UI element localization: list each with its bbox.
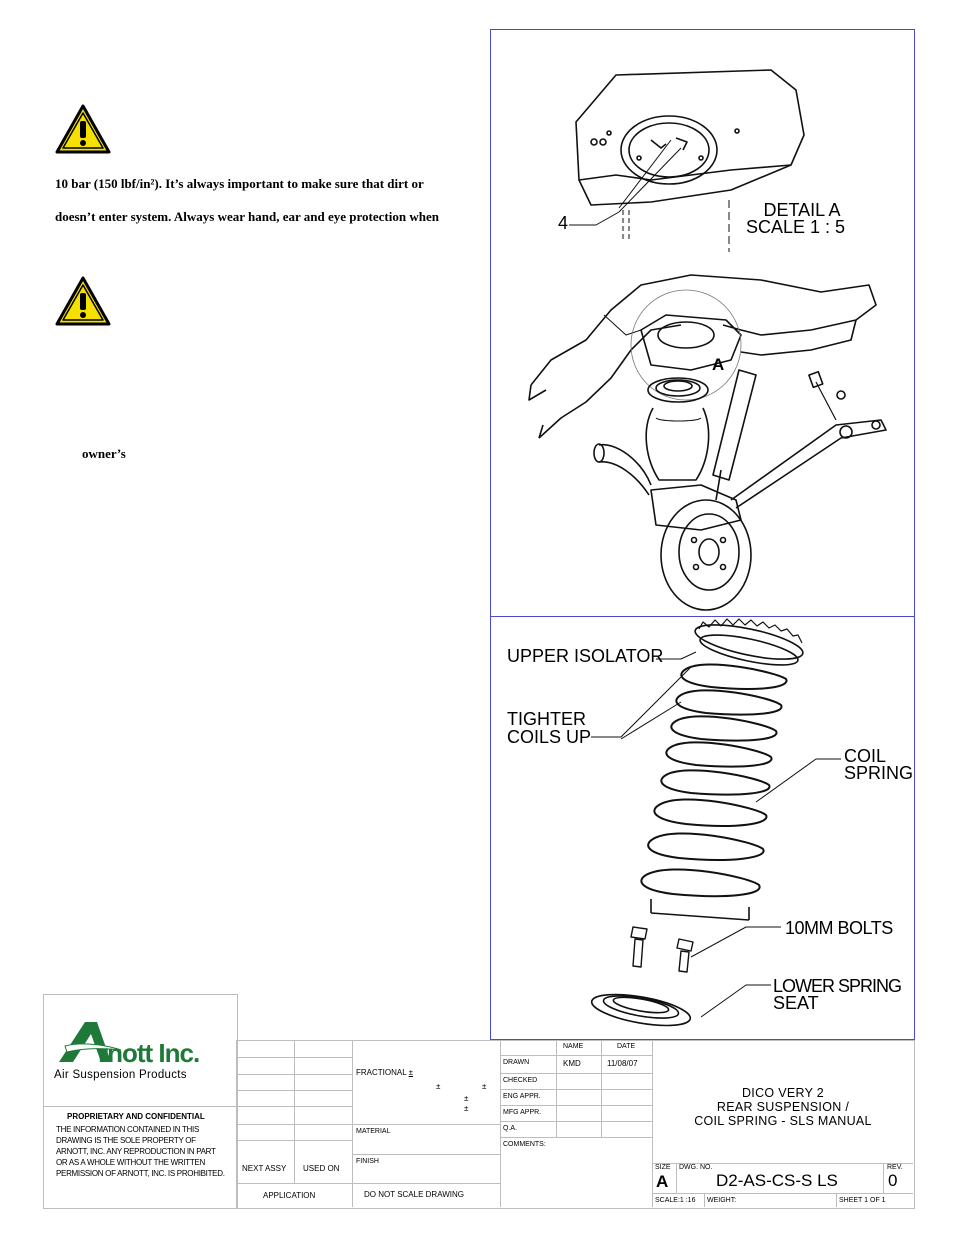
label-10mm-bolts: 10MM BOLTS <box>785 918 893 938</box>
qa-label: Q.A. <box>503 1125 518 1132</box>
size-label: SIZE <box>655 1164 671 1171</box>
label-tighter-coils-line-2: COILS UP <box>507 727 592 747</box>
warning-text-line-1: 10 bar (150 lbf/in²). It’s always import… <box>55 176 424 191</box>
logo-box <box>43 994 238 1209</box>
next-assy-label: NEXT ASSY <box>242 1164 287 1173</box>
application-label: APPLICATION <box>263 1191 316 1200</box>
comments-label: COMMENTS: <box>503 1141 546 1148</box>
logo-company-name: Arnott Inc. <box>98 1038 200 1069</box>
tolerance-pm-3: ± <box>464 1094 469 1103</box>
drawing-title-line-2: REAR SUSPENSION / <box>716 1100 850 1114</box>
confidential-heading: PROPRIETARY AND CONFIDENTIAL <box>67 1112 205 1121</box>
warning-icon <box>55 276 111 326</box>
tolerance-pm-2: ± <box>482 1082 487 1091</box>
label-coil-spring-line-2: SPRING <box>844 763 914 783</box>
coil-spring-panel: UPPER ISOLATOR TIGHTER COILS UP COIL SPR… <box>490 616 915 1040</box>
detail-callout-number: 4 <box>558 213 569 233</box>
label-lower-spring-seat-line-2: SEAT <box>773 993 819 1013</box>
material-label: MATERIAL <box>356 1128 391 1135</box>
eng-appr-label: ENG APPR. <box>503 1093 541 1100</box>
assembly-drawing-panel: 4 DETAIL A SCALE 1 : 5 A <box>490 29 915 618</box>
label-coil-spring-line-1: COIL <box>844 746 887 766</box>
warning-icon <box>55 104 111 154</box>
logo-tagline: Air Suspension Products <box>54 1069 187 1081</box>
detail-scale: SCALE 1 : 5 <box>746 217 846 237</box>
fractional-label: FRACTIONAL ± <box>356 1068 413 1077</box>
weight-label: WEIGHT: <box>707 1197 737 1204</box>
used-on-label: USED ON <box>303 1164 340 1173</box>
owners-text: owner’s <box>82 446 126 461</box>
sheet-value: SHEET 1 OF 1 <box>839 1197 886 1204</box>
label-lower-spring-seat-line-1: LOWER SPRING <box>773 976 902 996</box>
dwg-no-value: D2-AS-CS-S LS <box>716 1171 838 1190</box>
coil-spring-drawing <box>590 618 841 1027</box>
tolerance-pm-1: ± <box>436 1082 441 1091</box>
rev-label: REV. <box>887 1164 903 1171</box>
tolerance-pm-4: ± <box>464 1104 469 1113</box>
mfg-appr-label: MFG APPR. <box>503 1109 542 1116</box>
detail-view-letter: A <box>712 355 725 374</box>
drawn-date: 11/08/07 <box>607 1059 638 1068</box>
size-value: A <box>656 1172 669 1191</box>
drawing-title-line-1: DICO VERY 2 <box>741 1086 825 1100</box>
drawn-name: KMD <box>563 1059 581 1068</box>
dwg-no-label: DWG. NO. <box>679 1164 713 1171</box>
arnott-logo-icon <box>59 1022 122 1062</box>
label-upper-isolator: UPPER ISOLATOR <box>507 646 664 666</box>
detail-title: DETAIL A <box>763 200 841 220</box>
checked-label: CHECKED <box>503 1077 538 1084</box>
suspension-assembly-drawing <box>528 69 887 611</box>
warning-text-line-2: doesn’t enter system. Always wear hand, … <box>55 209 439 224</box>
finish-label: FINISH <box>356 1158 379 1165</box>
drawn-label: DRAWN <box>503 1059 530 1066</box>
label-tighter-coils-line-1: TIGHTER <box>507 709 586 729</box>
scale-value: SCALE:1 :16 <box>655 1197 696 1204</box>
rev-value: 0 <box>888 1171 898 1190</box>
drawing-title-line-3: COIL SPRING - SLS MANUAL <box>694 1114 872 1128</box>
do-not-scale-label: DO NOT SCALE DRAWING <box>364 1190 465 1199</box>
drawing-title: DICO VERY 2 REAR SUSPENSION / COIL SPRIN… <box>653 1086 913 1128</box>
col-date-label: DATE <box>617 1043 636 1050</box>
col-name-label: NAME <box>563 1043 584 1050</box>
confidential-body: THE INFORMATION CONTAINED IN THIS DRAWIN… <box>56 1125 225 1178</box>
logo-name: rnott Inc. <box>98 1038 200 1068</box>
